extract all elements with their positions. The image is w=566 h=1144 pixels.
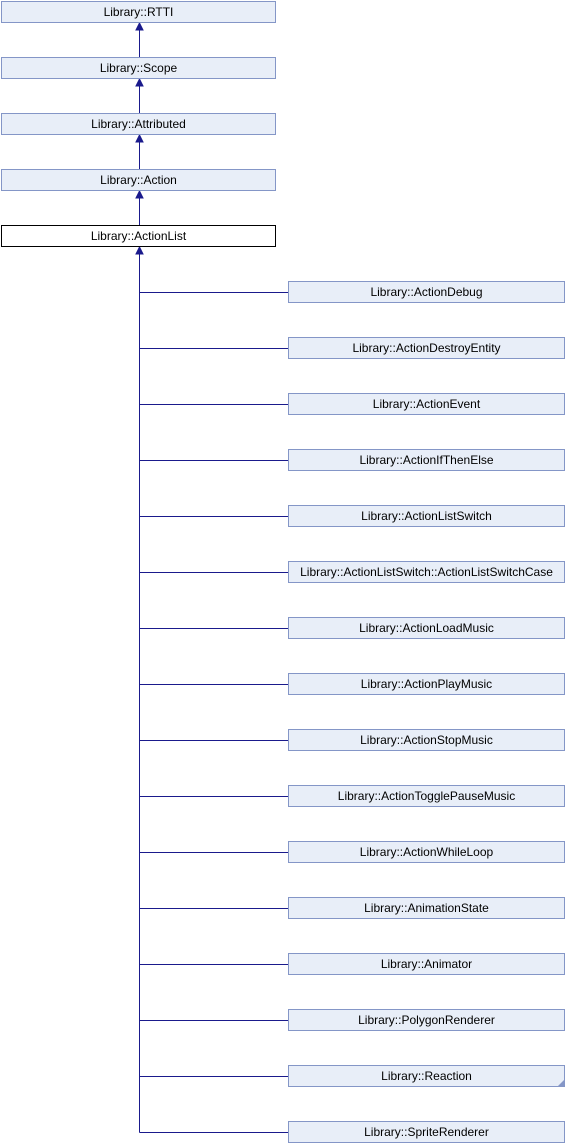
class-node-library-attributed[interactable]: Library::Attributed xyxy=(1,113,276,135)
class-node-box xyxy=(288,393,565,415)
class-node-label: Library::ActionIfThenElse xyxy=(359,453,493,467)
class-node-library-action-list-switch-action-list-switch-case[interactable]: Library::ActionListSwitch::ActionListSwi… xyxy=(288,561,565,583)
class-node-label: Library::ActionLoadMusic xyxy=(359,621,494,635)
class-node-library-action-load-music[interactable]: Library::ActionLoadMusic xyxy=(288,617,565,639)
class-node-label: Library::ActionPlayMusic xyxy=(361,677,492,691)
class-node-box xyxy=(288,897,565,919)
class-node-label: Library::ActionDebug xyxy=(370,285,482,299)
class-node-box xyxy=(1,225,276,247)
class-node-box xyxy=(288,1009,565,1031)
class-node-label: Library::ActionListSwitch xyxy=(361,509,492,523)
more-corner-icon xyxy=(558,1080,564,1086)
class-node-box xyxy=(1,57,276,79)
class-node-box xyxy=(288,841,565,863)
class-node-label: Library::Reaction xyxy=(381,1069,472,1083)
class-node-label: Library::ActionDestroyEntity xyxy=(352,341,500,355)
class-node-library-action-if-then-else[interactable]: Library::ActionIfThenElse xyxy=(288,449,565,471)
class-node-label: Library::PolygonRenderer xyxy=(358,1013,495,1027)
child-trunk xyxy=(135,245,144,1133)
class-node-label: Library::Scope xyxy=(100,61,178,75)
class-node-library-action-event[interactable]: Library::ActionEvent xyxy=(288,393,565,415)
edges-layer xyxy=(135,21,288,1133)
class-node-box xyxy=(288,505,565,527)
class-node-label: Library::ActionListSwitch::ActionListSwi… xyxy=(300,565,553,579)
class-node-library-action-while-loop[interactable]: Library::ActionWhileLoop xyxy=(288,841,565,863)
class-node-box xyxy=(288,449,565,471)
class-node-box xyxy=(288,785,565,807)
class-node-label: Library::Action xyxy=(100,173,177,187)
class-node-box xyxy=(1,169,276,191)
class-node-label: Library::Animator xyxy=(381,957,472,971)
arrowhead-icon xyxy=(135,189,144,199)
inheritance-edge xyxy=(135,21,144,57)
class-node-label: Library::ActionStopMusic xyxy=(360,733,493,747)
class-node-library-action-toggle-pause-music[interactable]: Library::ActionTogglePauseMusic xyxy=(288,785,565,807)
class-node-box xyxy=(288,337,565,359)
class-node-box xyxy=(288,281,565,303)
inheritance-edge xyxy=(135,133,144,169)
class-node-label: Library::ActionTogglePauseMusic xyxy=(338,789,515,803)
arrowhead-icon xyxy=(135,245,144,255)
arrowhead-icon xyxy=(135,133,144,143)
class-node-library-polygon-renderer[interactable]: Library::PolygonRenderer xyxy=(288,1009,565,1031)
class-node-box xyxy=(288,673,565,695)
class-node-box xyxy=(288,561,565,583)
arrowhead-icon xyxy=(135,77,144,87)
inheritance-edge xyxy=(135,77,144,113)
class-node-library-action-list-switch[interactable]: Library::ActionListSwitch xyxy=(288,505,565,527)
class-node-box xyxy=(288,617,565,639)
class-node-box xyxy=(1,1,276,23)
class-node-library-sprite-renderer[interactable]: Library::SpriteRenderer xyxy=(288,1121,565,1143)
class-node-label: Library::ActionEvent xyxy=(373,397,481,411)
class-node-box xyxy=(288,1065,565,1087)
class-node-library-animation-state[interactable]: Library::AnimationState xyxy=(288,897,565,919)
class-node-library-rtti[interactable]: Library::RTTI xyxy=(1,1,276,23)
class-node-library-animator[interactable]: Library::Animator xyxy=(288,953,565,975)
class-node-library-reaction[interactable]: Library::Reaction xyxy=(288,1065,565,1087)
class-node-label: Library::ActionList xyxy=(91,229,187,243)
class-node-box xyxy=(288,953,565,975)
class-node-label: Library::AnimationState xyxy=(364,901,489,915)
arrowhead-icon xyxy=(135,21,144,31)
class-node-library-action-list[interactable]: Library::ActionList xyxy=(1,225,276,247)
class-node-library-action[interactable]: Library::Action xyxy=(1,169,276,191)
class-node-box xyxy=(288,729,565,751)
class-node-library-action-stop-music[interactable]: Library::ActionStopMusic xyxy=(288,729,565,751)
class-node-library-scope[interactable]: Library::Scope xyxy=(1,57,276,79)
class-node-label: Library::SpriteRenderer xyxy=(364,1125,489,1139)
class-node-label: Library::RTTI xyxy=(104,5,174,19)
class-node-box xyxy=(1,113,276,135)
class-node-library-action-play-music[interactable]: Library::ActionPlayMusic xyxy=(288,673,565,695)
class-node-label: Library::ActionWhileLoop xyxy=(360,845,494,859)
class-node-library-action-destroy-entity[interactable]: Library::ActionDestroyEntity xyxy=(288,337,565,359)
inheritance-edge xyxy=(135,189,144,225)
class-node-library-action-debug[interactable]: Library::ActionDebug xyxy=(288,281,565,303)
class-node-box xyxy=(288,1121,565,1143)
class-node-label: Library::Attributed xyxy=(91,117,186,131)
